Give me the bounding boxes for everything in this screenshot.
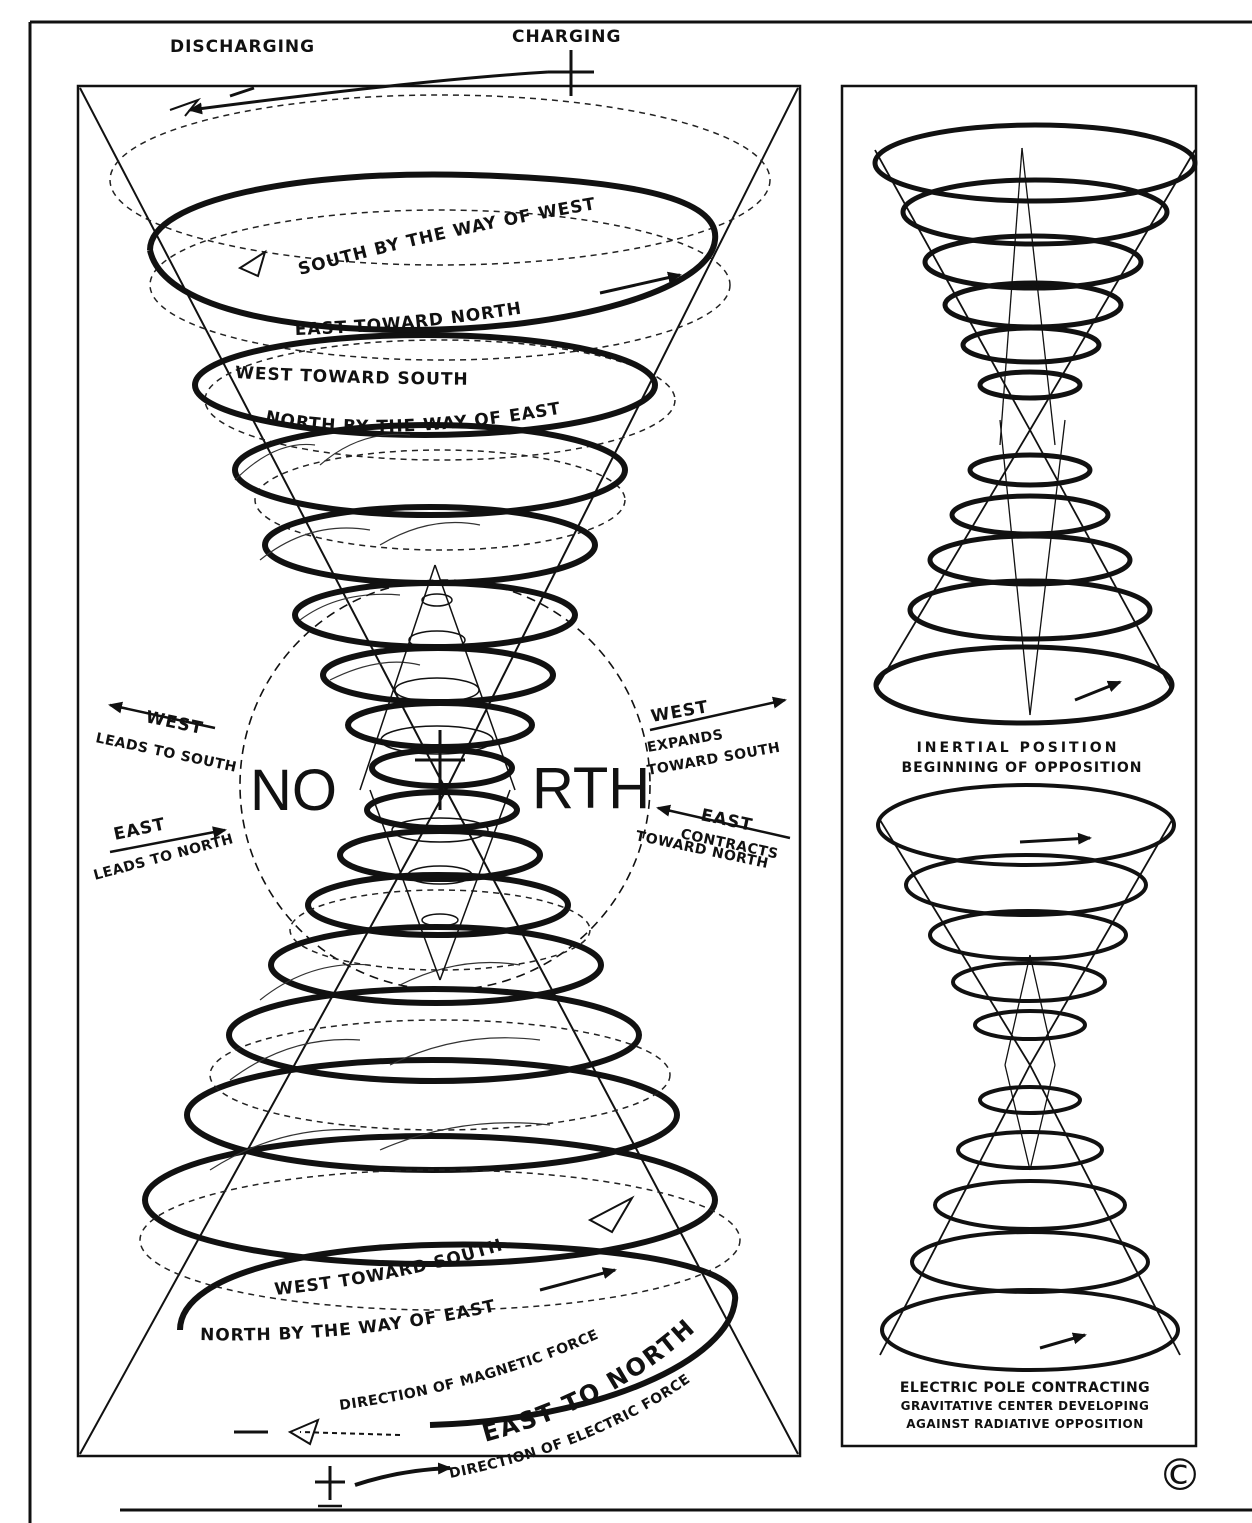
side-upper-hourglass bbox=[875, 125, 1195, 723]
svg-text:BEGINNING OF OPPOSITION: BEGINNING OF OPPOSITION bbox=[902, 760, 1143, 776]
side-lower-hourglass bbox=[878, 785, 1180, 1370]
charging-label: CHARGING bbox=[512, 27, 621, 47]
side-lower-caption: ELECTRIC POLE CONTRACTING GRAVITATIVE CE… bbox=[900, 1380, 1150, 1431]
upper-spiral-thick bbox=[150, 174, 715, 786]
label-north-by-east-lower: NORTH BY THE WAY OF EAST bbox=[200, 1296, 498, 1345]
label-south-by-west: SOUTH BY THE WAY OF WEST bbox=[296, 194, 597, 280]
charging-plus-sign bbox=[548, 50, 594, 96]
left-side-labels: WEST LEADS TO SOUTH EAST LEADS TO NORTH bbox=[92, 705, 238, 884]
lower-spiral-arrows bbox=[540, 1198, 632, 1290]
discharging-label: DISCHARGING bbox=[170, 37, 315, 57]
north-left-part: NO bbox=[250, 758, 337, 823]
svg-text:LEADS TO NORTH: LEADS TO NORTH bbox=[92, 831, 235, 884]
svg-text:INERTIAL POSITION: INERTIAL POSITION bbox=[917, 740, 1120, 756]
svg-text:LEADS TO SOUTH: LEADS TO SOUTH bbox=[94, 730, 238, 776]
side-upper-caption: INERTIAL POSITION BEGINNING OF OPPOSITIO… bbox=[902, 740, 1143, 776]
north-right-part: RTH bbox=[532, 756, 650, 821]
svg-text:ELECTRIC POLE CONTRACTING: ELECTRIC POLE CONTRACTING bbox=[900, 1380, 1150, 1396]
copyright-symbol: © bbox=[1158, 1450, 1202, 1501]
bottom-force-arrows bbox=[234, 1420, 450, 1506]
inner-cone-lower bbox=[370, 790, 510, 980]
svg-text:GRAVITATIVE CENTER DEVELOPING: GRAVITATIVE CENTER DEVELOPING bbox=[901, 1399, 1150, 1413]
label-west-toward-south-upper: WEST TOWARD SOUTH bbox=[235, 363, 469, 390]
center-cross bbox=[415, 730, 465, 810]
svg-text:AGAINST RADIATIVE OPPOSITION: AGAINST RADIATIVE OPPOSITION bbox=[906, 1417, 1144, 1431]
right-side-labels: WEST EXPANDS TOWARD SOUTH EAST CONTRACTS… bbox=[634, 697, 790, 872]
discharge-arrow-top bbox=[170, 72, 548, 116]
svg-text:EAST: EAST bbox=[112, 814, 168, 845]
